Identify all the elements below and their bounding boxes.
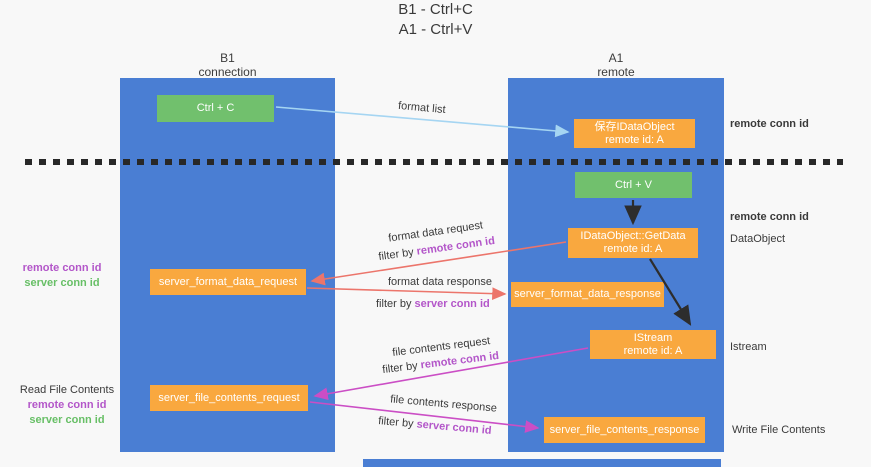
read-file-contents-label: Read File Contents [19,384,115,396]
lane-a1-subtitle: remote [597,65,635,79]
lane-b1-name: B1 [220,51,235,65]
server-file-contents-response-box: server_file_contents_response [544,417,705,443]
ctrl-c-label: Ctrl + C [196,102,235,114]
diagram-title: B1 - Ctrl+C A1 - Ctrl+V [0,0,871,40]
left-conn-ids-1: remote conn id server conn id [12,261,112,291]
server-conn-id-text: server conn id [414,298,490,310]
write-file-contents-label: Write File Contents [732,424,826,436]
ctrl-c-box: Ctrl + C [157,95,274,122]
server-conn-id-left-2: server conn id [29,414,105,426]
remote-conn-id-right-1: remote conn id [730,118,809,130]
lane-b1-subtitle: connection [198,65,257,79]
istream-line1: IStream [633,331,673,344]
remote-conn-id-left-2: remote conn id [27,399,107,411]
dataobject-label: DataObject [730,233,786,245]
title-line-1: B1 - Ctrl+C [398,1,473,18]
format-list-label: format list [397,99,447,117]
server-format-data-response-box: server_format_data_response [511,282,664,307]
save-dataobject-line1: 保存IDataObject [594,120,675,133]
save-dataobject-line2: remote id: A [605,133,664,146]
filter-by-text: filter by [381,359,419,377]
ctrl-v-label: Ctrl + V [615,178,652,191]
server-file-contents-request-label: server_file_contents_request [158,391,300,404]
server-format-data-request-box: server_format_data_request [150,269,306,295]
title-line-2: A1 - Ctrl+V [398,21,473,38]
filter-by-server-2: filter by server conn id [378,415,492,437]
save-dataobject-box: 保存IDataObject remote id: A [574,119,695,148]
bottom-partial-lane [363,459,721,467]
lane-header-b1: B1 connection [120,51,335,79]
istream-line2: remote id: A [623,344,683,357]
filter-by-text: filter by [377,415,415,431]
format-data-response-label: format data response [388,276,492,288]
server-file-contents-response-label: server_file_contents_response [549,423,700,436]
ctrl-v-box: Ctrl + V [575,172,692,198]
idataobject-getdata-box: IDataObject::GetData remote id: A [568,228,698,258]
file-contents-response-label: file contents response [389,393,498,415]
remote-conn-id-left-1: remote conn id [22,262,102,274]
left-read-file-block: Read File Contents remote conn id server… [12,383,122,428]
server-conn-id-left-1: server conn id [24,277,100,289]
getdata-line2: remote id: A [603,243,663,255]
istream-box: IStream remote id: A [590,330,716,359]
server-file-contents-request-box: server_file_contents_request [150,385,308,411]
dashed-separator [25,159,843,165]
istream-side-label: Istream [730,341,767,353]
server-format-data-response-label: server_format_data_response [514,288,661,300]
remote-conn-id-right-2: remote conn id [730,211,809,223]
getdata-line1: IDataObject::GetData [580,230,686,242]
server-conn-id-text: server conn id [416,418,493,437]
filter-by-text: filter by [377,246,415,264]
server-format-data-request-label: server_format_data_request [158,275,298,288]
lane-header-a1: A1 remote [508,51,724,79]
filter-by-text: filter by [376,298,412,310]
lane-a1-name: A1 [608,51,624,65]
format-data-response-arrow [306,287,507,301]
filter-by-server-1: filter by server conn id [376,298,490,310]
